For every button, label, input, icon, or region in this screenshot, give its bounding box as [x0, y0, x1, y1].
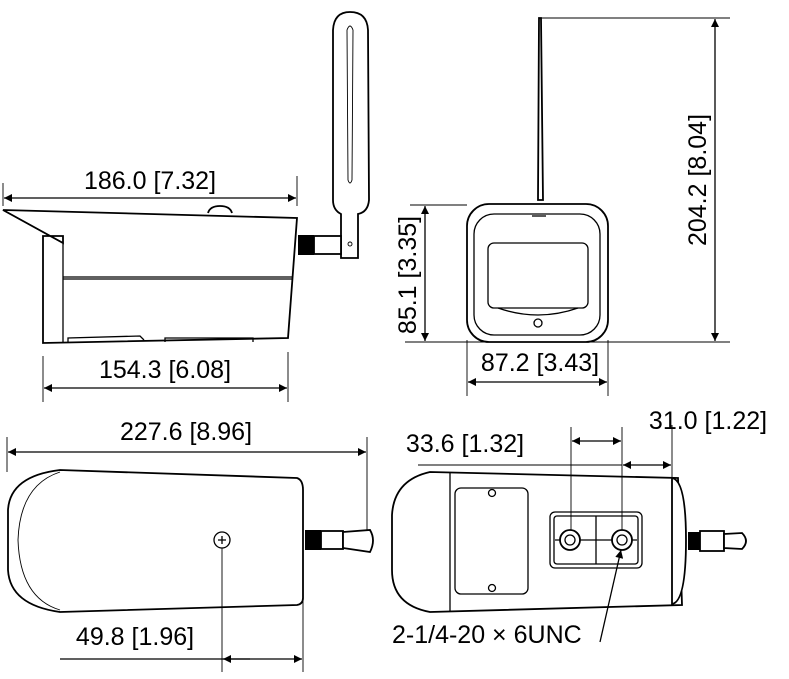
hood-curve	[17, 471, 61, 611]
connector-body	[699, 530, 725, 552]
indicator	[533, 318, 543, 328]
antenna-groove	[346, 25, 354, 184]
mount-hole-inner	[616, 534, 628, 546]
dimension-body-height: 85.1 [3.35]	[394, 216, 422, 334]
connector-body	[320, 530, 344, 550]
mount-plate	[549, 511, 643, 569]
dimension-body-length: 154.3 [6.08]	[99, 356, 231, 384]
access-cover	[454, 487, 529, 595]
bottom-view-left: 227.6 [8.96] 49.8 [1.96]	[6, 418, 374, 672]
bottom-bracket	[67, 335, 145, 343]
side-view: 186.0 [7.32] 154.3 [6.08]	[2, 11, 370, 402]
dimension-body-width: 87.2 [3.43]	[481, 349, 599, 377]
antenna-hinge-bottom	[342, 529, 374, 553]
antenna-hinge-bottom	[723, 532, 747, 550]
dimension-total-height: 204.2 [8.04]	[684, 114, 712, 246]
mount-hole-inner	[564, 534, 576, 546]
connector-nut	[298, 235, 314, 255]
antenna-hinge	[347, 241, 353, 247]
dimension-hole-spacing: 33.6 [1.32]	[406, 430, 524, 458]
dimension-screw-offset: 49.8 [1.96]	[76, 623, 194, 651]
connector-body	[313, 235, 342, 255]
bottom-view-right: 33.6 [1.32] 31.0 [1.22] 2-1/4-20 × 6UNC	[391, 407, 767, 649]
thread-leader-line	[599, 549, 624, 643]
front-bezel-edge	[671, 476, 687, 606]
antenna	[332, 11, 370, 259]
front-bezel	[473, 213, 601, 336]
mount-hole	[559, 529, 581, 551]
antenna-front	[537, 17, 544, 201]
lens-window	[487, 242, 589, 309]
screw-cross	[218, 536, 226, 544]
connector-nut	[305, 530, 321, 550]
cover-screw	[487, 583, 497, 593]
mount-hole	[611, 529, 633, 551]
camera-body-bottom-right	[391, 471, 683, 613]
thread-spec-label: 2-1/4-20 × 6UNC	[392, 621, 582, 649]
cover-screw	[487, 488, 497, 498]
bottom-bracket	[164, 337, 254, 342]
camera-body-bottom	[7, 469, 304, 613]
hood-edge	[2, 209, 64, 343]
top-screw	[207, 205, 233, 214]
connector-nut	[688, 532, 700, 550]
front-view: 204.2 [8.04] 85.1 [3.35] 87.2 [3.43]	[394, 17, 730, 396]
lens-window-base	[497, 307, 579, 316]
dimension-total-length: 227.6 [8.96]	[120, 418, 252, 446]
dimension-mount-to-front: 31.0 [1.22]	[649, 407, 767, 435]
dimension-overall-length: 186.0 [7.32]	[84, 167, 216, 195]
